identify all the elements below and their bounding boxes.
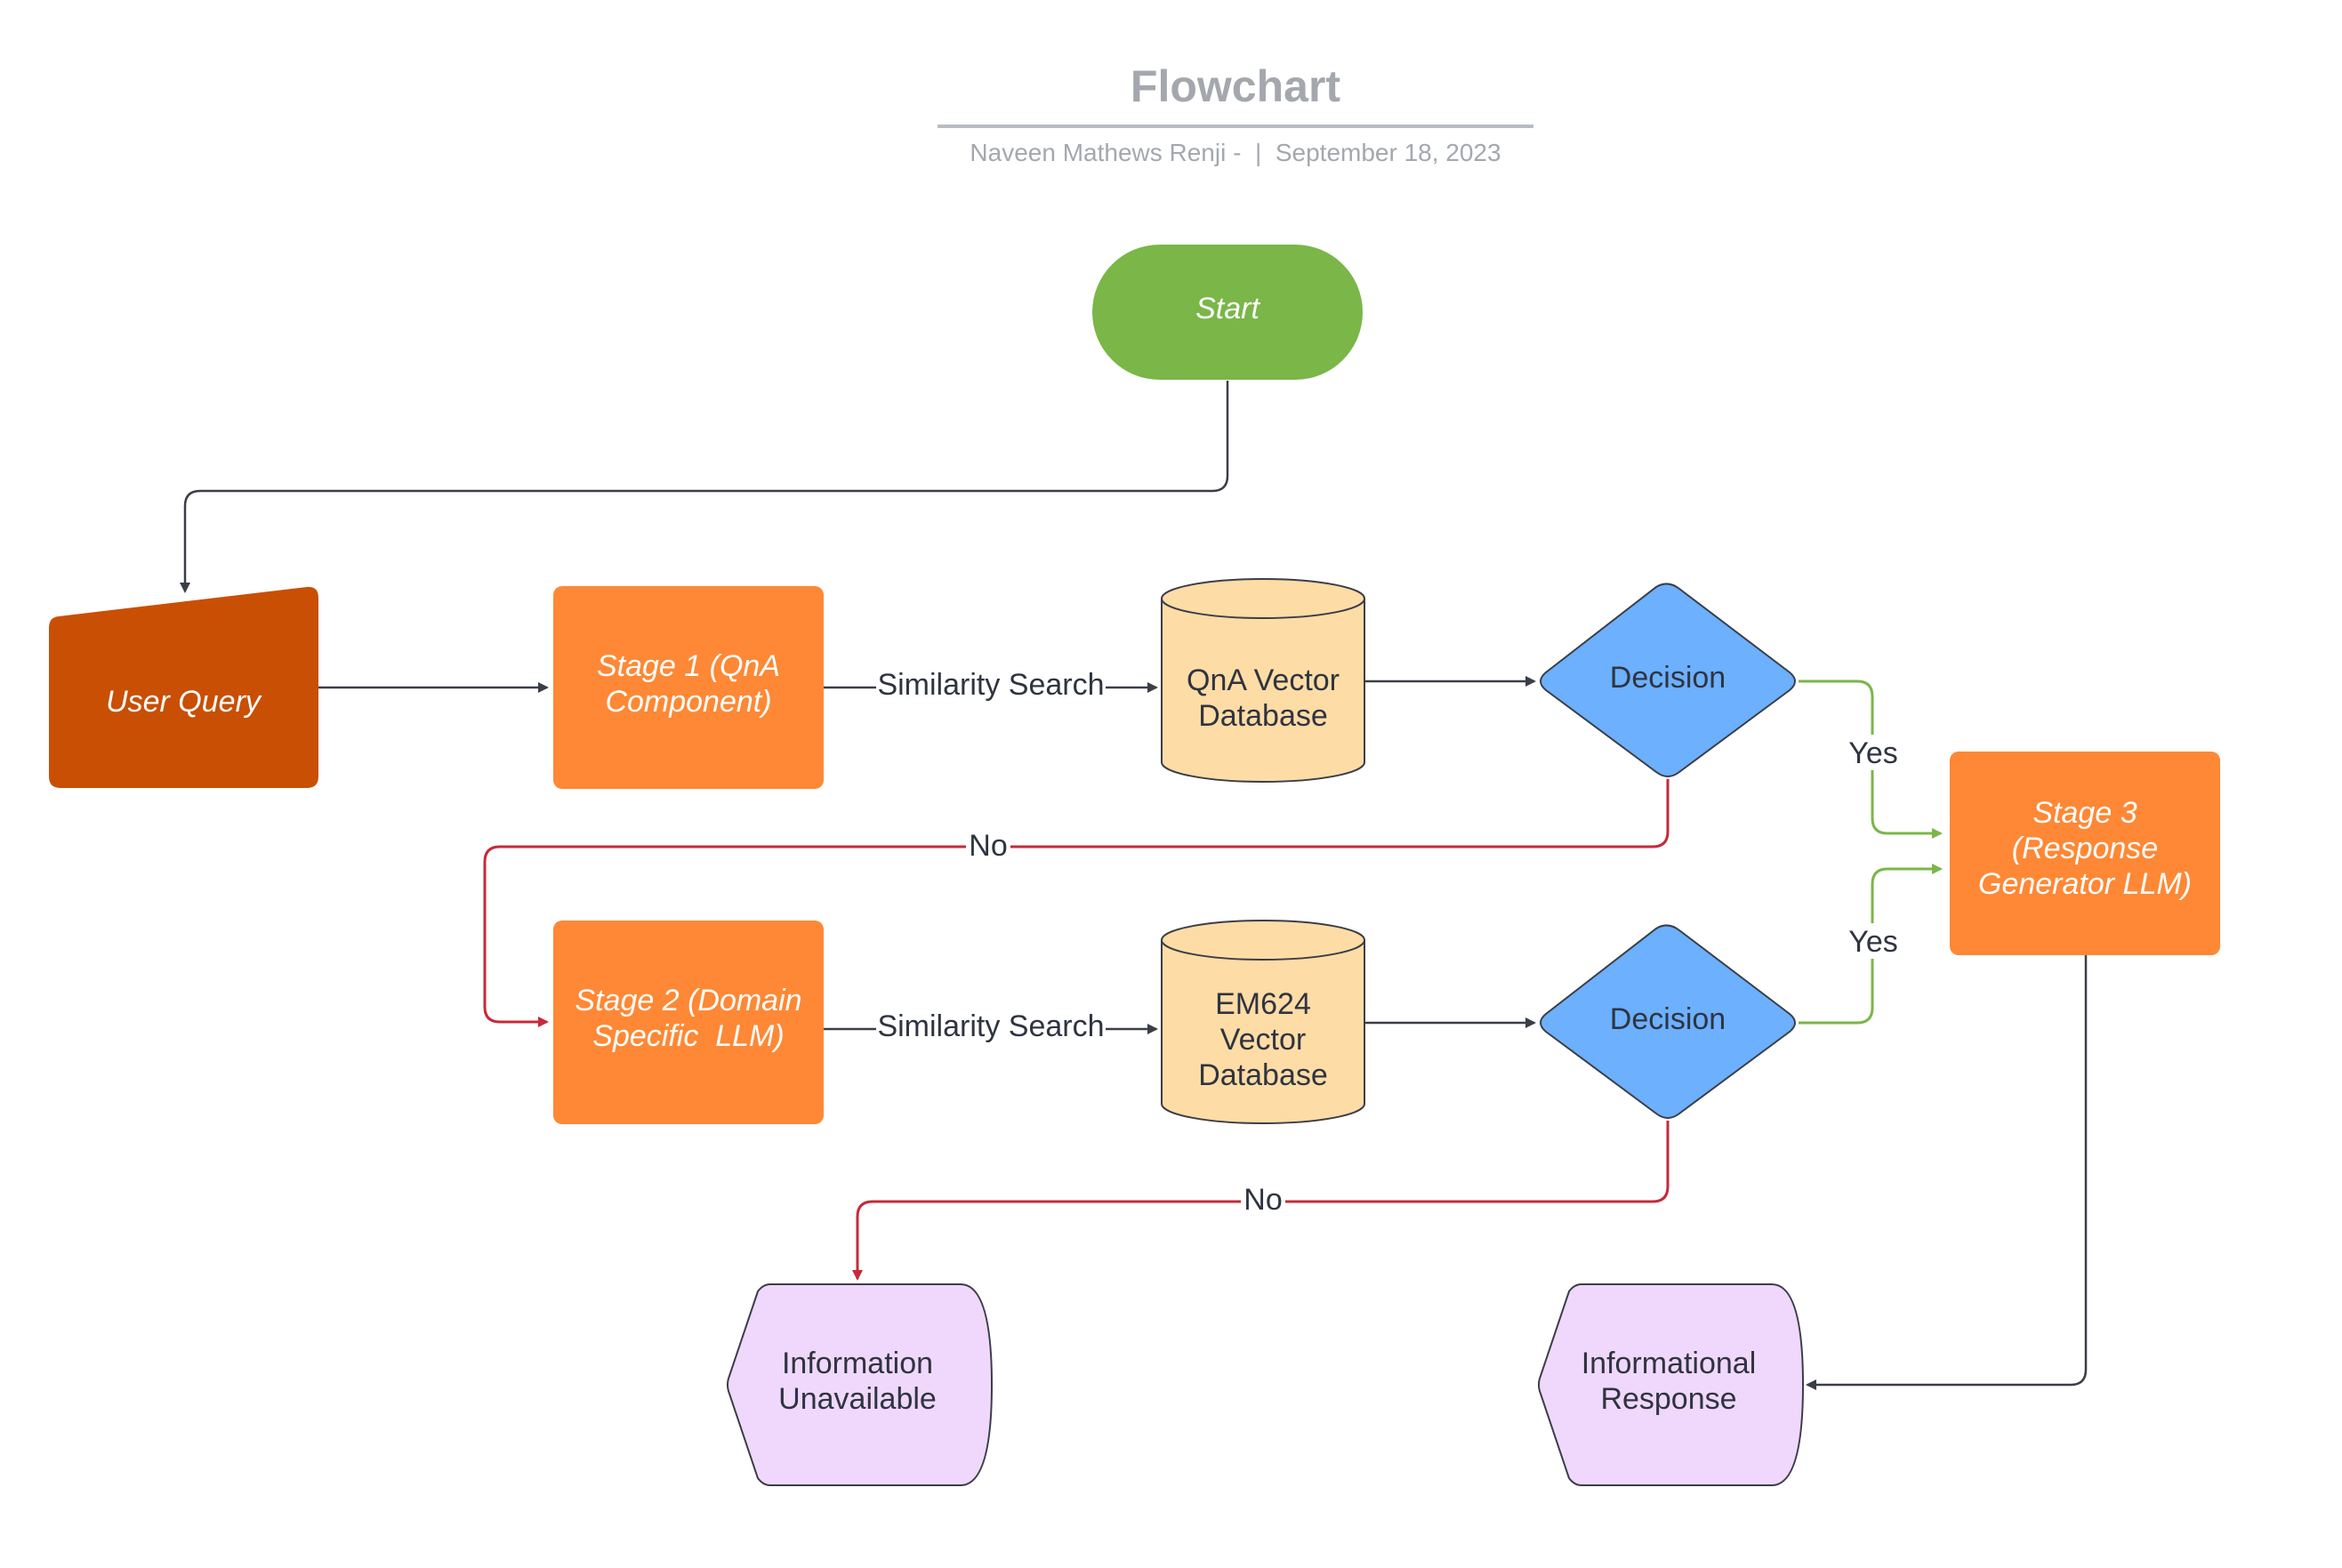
information-unavailable-node: Information Unavailable bbox=[727, 1283, 994, 1486]
edge-label-similarity-search-2: Similarity Search bbox=[877, 1009, 1104, 1043]
info-response-label-line1: Informational bbox=[1581, 1347, 1757, 1380]
edge-label-bg bbox=[876, 1007, 1106, 1046]
edges bbox=[180, 381, 2088, 1390]
info-response-label-line2: Response bbox=[1600, 1382, 1736, 1416]
stage3-node: Stage 3 (Response Generator LLM) bbox=[1950, 752, 2220, 955]
user-query-node: User Query bbox=[49, 586, 318, 788]
edge-label-bg bbox=[1847, 923, 1900, 959]
author-name: Naveen Mathews Renji - bbox=[970, 139, 1242, 166]
stage3-label-line2: (Response bbox=[2012, 832, 2158, 865]
decision2-label: Decision bbox=[1610, 1002, 1726, 1036]
stage3-label-line3: Generator LLM) bbox=[1978, 867, 2192, 901]
edge-labels: Similarity Search Similarity Search Yes … bbox=[876, 665, 1900, 1217]
edge-label-no-1: No bbox=[969, 829, 1007, 863]
diagram-date: September 18, 2023 bbox=[1275, 139, 1501, 166]
edge-label-no-2: No bbox=[1243, 1183, 1282, 1217]
decision2-node: Decision bbox=[1540, 924, 1796, 1119]
informational-response-node: Informational Response bbox=[1538, 1283, 1805, 1486]
edge-label-yes-1: Yes bbox=[1848, 736, 1897, 770]
start-node: Start bbox=[1092, 245, 1363, 380]
stage1-label-line1: Stage 1 (QnA bbox=[597, 649, 780, 683]
decision1-node: Decision bbox=[1540, 583, 1796, 777]
title-underline bbox=[938, 125, 1533, 128]
qna-db-label-line1: QnA Vector bbox=[1187, 663, 1340, 697]
edge-label-bg bbox=[1847, 735, 1900, 770]
em-db-label-line3: Database bbox=[1198, 1058, 1328, 1092]
user-query-label: User Query bbox=[106, 685, 262, 719]
stage2-label-line1: Stage 2 (Domain bbox=[575, 984, 801, 1017]
edge-stage3-to-info-response bbox=[1806, 955, 2088, 1390]
info-unavailable-label-line2: Unavailable bbox=[778, 1382, 937, 1416]
qna-db-label-line2: Database bbox=[1198, 699, 1328, 733]
stage2-label-line2: Specific LLM) bbox=[592, 1019, 784, 1053]
edge-label-bg bbox=[876, 665, 1106, 704]
stage3-label-line1: Stage 3 bbox=[2032, 796, 2137, 830]
stage1-node: Stage 1 (QnA Component) bbox=[553, 586, 824, 789]
edge-label-bg bbox=[966, 827, 1010, 863]
info-unavailable-label-line1: Information bbox=[782, 1347, 933, 1380]
stage1-label-line2: Component) bbox=[605, 685, 771, 719]
start-label: Start bbox=[1195, 292, 1260, 326]
diagram-subtitle: Naveen Mathews Renji - | September 18, 2… bbox=[938, 139, 1533, 167]
subtitle-separator: | bbox=[1255, 139, 1262, 166]
diagram-title: Flowchart bbox=[1130, 61, 1341, 111]
em624-vector-database-node: EM624 Vector Database bbox=[1161, 920, 1365, 1124]
edge-label-bg bbox=[1241, 1181, 1285, 1217]
edge-start-to-user-query bbox=[180, 381, 1229, 593]
edge-label-similarity-search-1: Similarity Search bbox=[877, 668, 1104, 702]
stage2-node: Stage 2 (Domain Specific LLM) bbox=[553, 921, 824, 1124]
edge-label-yes-2: Yes bbox=[1848, 925, 1897, 959]
decision1-label: Decision bbox=[1610, 661, 1726, 695]
edge-decision1-no-to-stage2 bbox=[483, 779, 1670, 1027]
em-db-label-line1: EM624 bbox=[1215, 987, 1311, 1021]
em-db-label-line2: Vector bbox=[1220, 1023, 1306, 1057]
qna-vector-database-node: QnA Vector Database bbox=[1161, 578, 1365, 783]
